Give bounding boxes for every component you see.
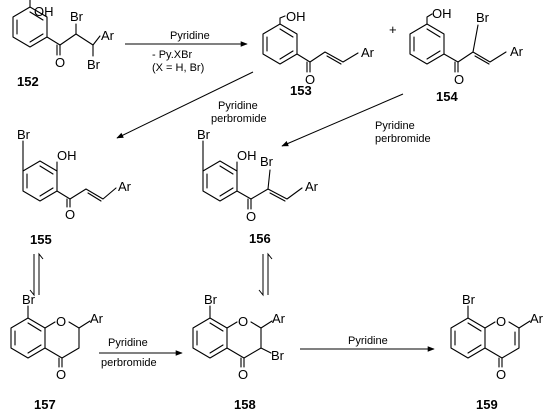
compound-156: Br OH Br O Ar 156: [197, 127, 319, 246]
reaction-arrow-1: Pyridine - Py.XBr (X = H, Br): [125, 30, 248, 74]
reagent-perbromide: perbromide: [211, 113, 267, 125]
compound-157: Br O Ar O 157: [10, 292, 104, 412]
compound-153: OH O Ar 153: [262, 9, 375, 98]
compound-155: Br OH O Ar 155: [17, 127, 132, 247]
reagent-pyridine: Pyridine: [108, 337, 148, 349]
atom-o: O: [246, 209, 256, 224]
reagent-pyridine: Pyridine: [170, 30, 210, 42]
reagent-pyridine: Pyridine: [218, 100, 258, 112]
atom-ar: Ar: [510, 44, 524, 59]
equilibrium-arrow-155-157: [29, 252, 44, 297]
atom-br: Br: [462, 292, 476, 307]
compound-label-155: 155: [30, 232, 52, 247]
compound-label-153: 153: [290, 83, 312, 98]
plus-sign: +: [389, 22, 397, 37]
reagent-byproduct: - Py.XBr: [152, 49, 192, 61]
atom-br: Br: [204, 292, 218, 307]
reagent-pyridine: Pyridine: [375, 120, 415, 132]
compound-label-152: 152: [17, 74, 39, 89]
reagent-condition: (X = H, Br): [152, 62, 204, 74]
reagent-pyridine: Pyridine: [348, 335, 388, 347]
atom-ar: Ar: [530, 311, 544, 326]
reaction-arrow-3: Pyridine perbromide: [281, 93, 431, 147]
compound-159: Br O Ar O 159: [450, 292, 544, 412]
atom-oh: OH: [432, 6, 452, 21]
atom-ar: Ar: [90, 311, 104, 326]
atom-o: O: [305, 72, 315, 87]
compound-label-157: 157: [34, 397, 56, 412]
atom-oh: OH: [34, 4, 54, 19]
atom-o: O: [65, 207, 75, 222]
reagent-perbromide: perbromide: [101, 357, 157, 369]
atom-oh: OH: [237, 148, 257, 163]
atom-o: O: [454, 72, 464, 87]
atom-ar: Ar: [272, 311, 286, 326]
atom-oh: OH: [57, 148, 77, 163]
atom-o: O: [238, 367, 248, 382]
atom-br: Br: [260, 154, 274, 169]
atom-o: O: [496, 314, 506, 329]
atom-o: O: [496, 367, 506, 382]
atom-br: Br: [476, 10, 490, 25]
compound-158: Br O Ar Br O 158: [192, 292, 286, 412]
atom-br: Br: [87, 57, 101, 72]
atom-ar: Ar: [305, 179, 319, 194]
compound-label-156: 156: [249, 231, 271, 246]
compound-label-154: 154: [436, 89, 458, 104]
atom-ar: Ar: [118, 179, 132, 194]
atom-br: Br: [197, 127, 211, 142]
reaction-arrow-5: Pyridine: [300, 335, 435, 352]
compound-152: OH O Br Br Ar 152: [12, 0, 115, 89]
atom-ar: Ar: [361, 45, 375, 60]
reaction-arrow-4: Pyridine perbromide: [99, 337, 183, 369]
atom-br: Br: [271, 348, 285, 363]
atom-br: Br: [22, 292, 36, 307]
compound-label-159: 159: [476, 397, 498, 412]
compound-label-158: 158: [234, 397, 256, 412]
atom-o: O: [238, 314, 248, 329]
atom-br: Br: [70, 9, 84, 24]
atom-br: Br: [17, 127, 31, 142]
atom-o: O: [55, 55, 65, 70]
reagent-perbromide: perbromide: [375, 133, 431, 145]
reaction-arrow-2: Pyridine perbromide: [116, 71, 267, 139]
atom-ar: Ar: [101, 28, 115, 43]
atom-o: O: [56, 367, 66, 382]
atom-o: O: [56, 314, 66, 329]
equilibrium-arrow-156-158: [258, 252, 273, 297]
compound-154: OH Br O Ar 154: [409, 6, 524, 104]
atom-oh: OH: [286, 9, 306, 24]
